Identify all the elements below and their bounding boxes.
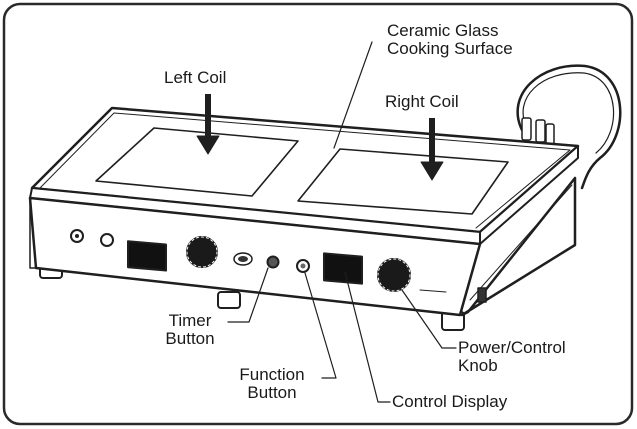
power-control-knob-label: Power/Control Knob — [458, 339, 566, 375]
knob-leader-line — [401, 289, 457, 349]
function-button-label-line1: Function — [239, 365, 305, 384]
right-coil-label: Right Coil — [385, 92, 459, 111]
function-button-label-line2: Button — [247, 383, 297, 402]
left-coil-label: Left Coil — [164, 68, 227, 87]
right-coil-arrow — [420, 118, 444, 181]
ceramic-glass-label-line1: Ceramic Glass — [387, 21, 499, 40]
front-control-panel — [28, 196, 482, 317]
ceramic-glass-label: Ceramic Glass Cooking Surface — [387, 22, 513, 58]
power-control-knob-label-line1: Power/Control — [458, 338, 566, 357]
left-control-display — [127, 240, 167, 272]
timer-button[interactable] — [266, 255, 280, 269]
function-leader-line — [304, 272, 337, 379]
power-cord — [516, 64, 622, 190]
timer-button-label-line2: Button — [165, 329, 215, 348]
surface-leader-line — [333, 41, 373, 149]
timer-button-label-line1: Timer — [168, 311, 212, 330]
foot-front-mid — [217, 291, 241, 309]
ceramic-glass-label-line2: Cooking Surface — [387, 39, 513, 58]
side-panel — [460, 176, 577, 317]
cord-plug-1 — [521, 117, 532, 141]
right-coil-zone — [297, 148, 509, 215]
function-button-label: Function Button — [222, 366, 322, 402]
control-display-label: Control Display — [392, 392, 508, 411]
left-coil-arrow — [196, 94, 220, 155]
left-coil-zone — [95, 127, 299, 197]
right-control-display — [323, 252, 363, 285]
power-control-knob-label-line2: Knob — [458, 356, 498, 375]
timer-leader-line — [227, 267, 269, 323]
timer-button-label: Timer Button — [150, 312, 230, 348]
cord-plug-2 — [535, 119, 546, 143]
display-leader-line — [344, 271, 391, 403]
left-small-button[interactable] — [100, 233, 114, 247]
